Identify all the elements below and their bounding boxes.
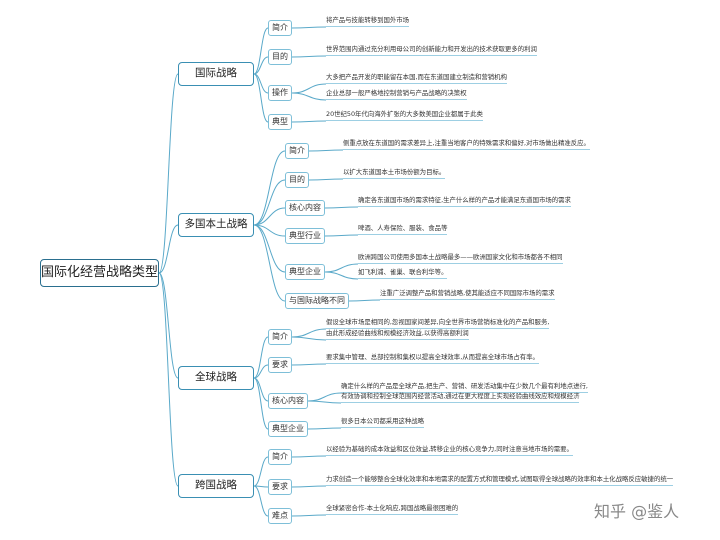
connector: [253, 224, 286, 302]
leaf-multidomestic-companies-1: 欧洲跨国公司使用多国本土战略最多——欧洲国家文化和市场都各不相同: [358, 253, 563, 264]
connector: [253, 336, 269, 379]
connector: [291, 26, 327, 29]
branch-international-strategy: 国际战略: [178, 62, 254, 86]
connector: [308, 178, 344, 181]
node-multidomestic-industry: 典型行业: [285, 228, 325, 244]
leaf-international-operation-1: 大多把产品开发的职能留在本国,而在东道国建立制造和营销机构: [326, 73, 507, 84]
leaf-global-core-2: 有效协调和控制全球范围内经营活动,通过在更大程度上实现经验曲线效应和规模经济: [341, 392, 580, 403]
node-multidomestic-purpose: 目的: [285, 172, 309, 188]
node-multidomestic-companies: 典型企业: [285, 264, 325, 280]
connector: [291, 514, 327, 517]
connector: [253, 456, 269, 487]
leaf-multidomestic-difference: 注重广泛调整产品和营销战略,使其能适应不同国际市场的需求: [380, 289, 555, 300]
connector: [291, 92, 327, 101]
leaf-transnational-intro: 以经验为基础的成本效益和区位效益,转移企业的核心竞争力,同时注意当地市场的需要。: [326, 445, 573, 456]
leaf-transnational-requirement: 力求创造一个能够整合全球化效率和本地需求的配置方式和管理模式,试图取得全球战略的…: [326, 475, 674, 486]
leaf-international-operation-2: 企业总部一般严格地控制营销与产品战略的决策权: [326, 89, 467, 100]
connector: [307, 427, 342, 430]
node-international-typical: 典型: [268, 114, 292, 130]
leaf-global-companies: 很多日本公司都采用这种战略: [341, 417, 425, 428]
branch-multidomestic-strategy: 多国本土战略: [178, 213, 254, 237]
connector: [253, 73, 269, 123]
connector: [253, 364, 269, 379]
node-international-intro: 简介: [268, 20, 292, 36]
connector: [348, 299, 381, 302]
connector: [324, 271, 359, 280]
node-transnational-requirement: 要求: [268, 479, 292, 495]
connector: [253, 27, 269, 75]
connector: [307, 400, 342, 404]
connector: [291, 336, 327, 341]
leaf-global-requirement: 要求集中管理、总部控制和集权以提高全球效率,从而提高全球市场占有率。: [326, 353, 539, 364]
leaf-multidomestic-industry: 啤酒、人寿保险、服装、食品等: [358, 224, 448, 235]
connector: [158, 272, 179, 487]
leaf-transnational-difficulty: 全球紧密合作-本土化响应,跨国战略最很困难的: [326, 504, 459, 515]
connector: [253, 377, 269, 430]
node-transnational-intro: 简介: [268, 449, 292, 465]
leaf-multidomestic-purpose: 以扩大东道国本土市场份额为目标。: [343, 168, 446, 179]
connector: [291, 55, 327, 58]
node-global-companies: 典型企业: [268, 421, 308, 437]
leaf-international-typical: 20世纪50年代向海外扩张的大多数美国企业都属于此类: [326, 110, 483, 121]
connector: [291, 363, 327, 366]
connector: [291, 485, 327, 488]
branch-global-strategy: 全球战略: [178, 366, 254, 390]
node-global-core: 核心内容: [268, 393, 308, 409]
branch-transnational-strategy: 跨国战略: [178, 474, 254, 498]
leaf-global-core-1: 确定什么样的产品是全球产品,把生产、营销、研发活动集中在少数几个最有利地点进行,: [341, 382, 588, 393]
node-multidomestic-core: 核心内容: [285, 200, 325, 216]
connector: [253, 377, 269, 402]
node-transnational-difficulty: 难点: [268, 508, 292, 524]
node-global-intro: 简介: [268, 329, 292, 345]
connector: [253, 207, 286, 226]
node-international-operation: 操作: [268, 85, 292, 101]
leaf-multidomestic-intro: 侧重点放在东道国的需求差异上,注重当地客户的特殊需求和偏好,对市场做出精准反应。: [343, 139, 590, 150]
connector: [253, 224, 286, 237]
connector: [291, 83, 327, 94]
node-international-purpose: 目的: [268, 49, 292, 65]
leaf-international-intro: 将产品与技能转移到国外市场: [326, 16, 410, 27]
connector: [291, 120, 327, 123]
connector: [324, 263, 359, 273]
connector: [158, 224, 179, 274]
connector: [307, 392, 342, 402]
leaf-global-intro-2: 由此形成经验曲线和规模经济效益,以获得高额利润: [326, 329, 469, 340]
connector: [253, 485, 269, 517]
leaf-international-purpose: 世界范围内通过充分利用母公司的创新能力和开发出的技术获取更多的利润: [326, 45, 537, 56]
connector: [324, 206, 359, 209]
connector: [158, 272, 179, 379]
connector: [253, 56, 269, 75]
node-multidomestic-intro: 简介: [285, 143, 309, 159]
connector: [158, 73, 179, 274]
connector: [253, 179, 286, 226]
connector: [291, 328, 327, 338]
connector: [253, 150, 286, 226]
node-global-requirement: 要求: [268, 357, 292, 373]
connector: [308, 149, 344, 152]
leaf-multidomestic-core: 确定各东道国市场的需求特征,生产什么样的产品才能满足东道国市场的需求: [358, 196, 571, 207]
node-multidomestic-difference: 与国际战略不同: [285, 293, 349, 309]
leaf-multidomestic-companies-2: 如飞利浦、雀巢、联合利华等。: [358, 268, 448, 279]
watermark: 知乎 @鉴人: [594, 502, 680, 521]
connector: [291, 455, 327, 458]
connector: [324, 234, 359, 237]
root-node: 国际化经营战略类型: [40, 259, 159, 287]
leaf-global-intro-1: 假设全球市场是相同的,忽视国家间差异,向全世界市场营销标准化的产品和服务,: [326, 318, 550, 329]
